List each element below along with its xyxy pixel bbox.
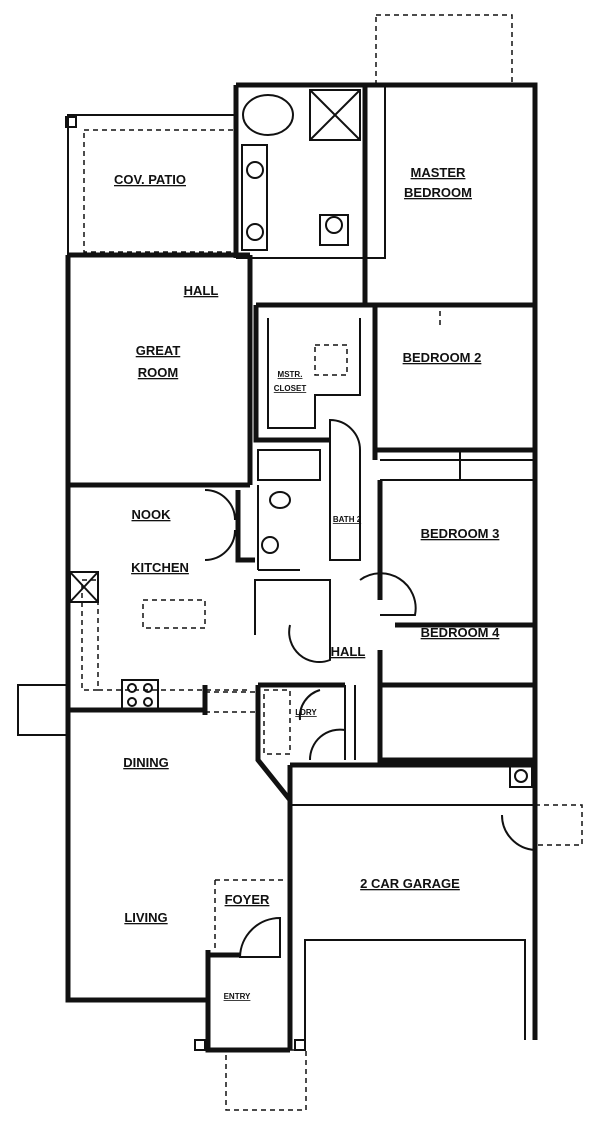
label-entry: ENTRY [224, 992, 251, 1001]
walls [17, 14, 583, 1111]
label-bedroom-4: BEDROOM 4 [421, 625, 501, 640]
label-hall-lower: HALL [331, 644, 366, 659]
label-dining: DINING [123, 755, 169, 770]
label-bath-2: BATH 2 [333, 515, 362, 524]
label-hall-upper: HALL [184, 283, 219, 298]
label-master-closet-2: CLOSET [274, 384, 307, 393]
label-master-closet-1: MSTR. [278, 370, 303, 379]
label-foyer: FOYER [225, 892, 270, 907]
label-master-bedroom-2: BEDROOM [404, 185, 472, 200]
label-laundry: LDRY [295, 708, 317, 717]
label-great-room-2: ROOM [138, 365, 178, 380]
label-bedroom-2: BEDROOM 2 [403, 350, 482, 365]
label-master-bedroom-1: MASTER [411, 165, 467, 180]
label-living: LIVING [124, 910, 167, 925]
label-kitchen: KITCHEN [131, 560, 189, 575]
label-cov-patio: COV. PATIO [114, 172, 186, 187]
label-bedroom-3: BEDROOM 3 [421, 526, 500, 541]
label-garage: 2 CAR GARAGE [360, 876, 460, 891]
room-labels: COV. PATIO MASTER BEDROOM HALL GREAT ROO… [114, 165, 500, 1001]
label-nook: NOOK [132, 507, 172, 522]
label-great-room-1: GREAT [136, 343, 181, 358]
